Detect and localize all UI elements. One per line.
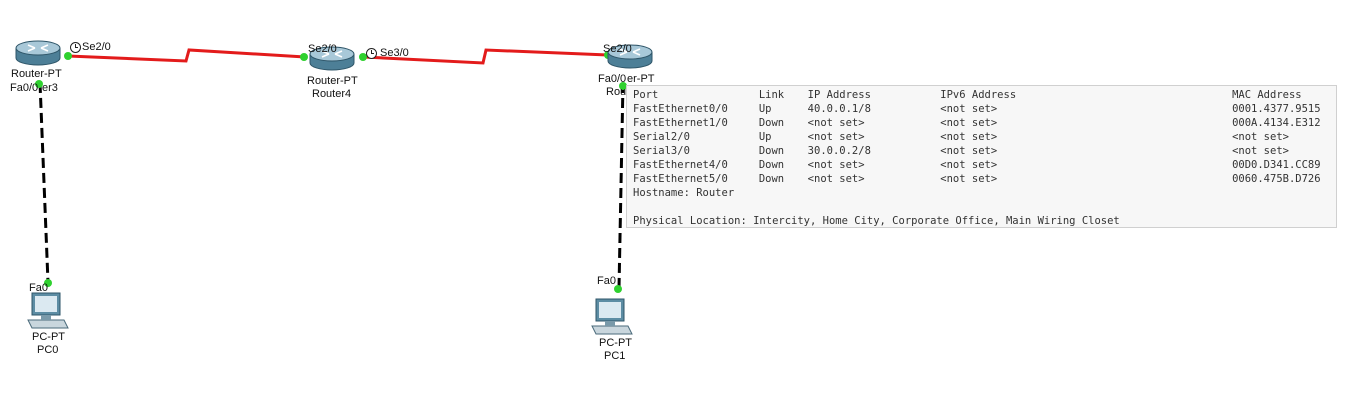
link-dot-pc1-fa [614, 285, 622, 293]
cell-ipv6: <not set> [940, 145, 998, 157]
cell-ip: 30.0.0.2/8 [807, 145, 871, 157]
header-port: Port [633, 89, 659, 101]
cell-port: FastEthernet4/0 [633, 159, 728, 171]
router5-name-label-fragment: Rou [606, 86, 627, 98]
link-dot-r3-se [64, 52, 72, 60]
router5-se-port-label: Se2/0 [603, 43, 632, 55]
cell-mac: 00D0.D341.CC89 [1232, 159, 1321, 171]
cell-link: Down [758, 159, 785, 171]
device-info-tooltip: Port Link IP Address IPv6 Address MAC Ad… [626, 85, 1337, 228]
cell-link: Down [758, 173, 785, 185]
pc1-name-label: PC1 [604, 350, 626, 362]
cell-mac: 0060.475B.D726 [1232, 173, 1321, 185]
cell-port: Serial2/0 [633, 131, 690, 143]
cell-ipv6: <not set> [940, 173, 998, 185]
router3-fa-port-label: Fa0/0 [10, 82, 39, 94]
router3-type-label: Router-PT [11, 68, 62, 80]
physical-location-text: Physical Location: Intercity, Home City,… [633, 215, 1120, 227]
pc0-fa-port-label: Fa0 [29, 282, 48, 294]
ethernet-link-r5-pc1[interactable] [617, 82, 625, 289]
router4-se-right-port-label: Se3/0 [380, 47, 409, 59]
cell-ipv6: <not set> [940, 103, 998, 115]
cell-port: Serial3/0 [633, 145, 690, 157]
router4-type-label: Router-PT [307, 75, 358, 87]
table-row: FastEthernet0/0 Up 40.0.0.1/8 <not set> … [633, 102, 1336, 116]
serial-link-r4-r5[interactable] [363, 48, 609, 65]
cell-ip: <not set> [807, 159, 865, 171]
router3-se-port-label: Se2/0 [82, 41, 111, 53]
router5-type-label-fragment: er-PT [627, 73, 655, 85]
serial-link-r3-r4[interactable] [67, 48, 306, 63]
cell-mac: <not set> [1232, 145, 1289, 157]
cell-port: FastEthernet1/0 [633, 117, 728, 129]
router4-router-icon[interactable] [308, 45, 356, 75]
link-dot-r4-se-left [300, 53, 308, 61]
pc0-computer-icon[interactable] [26, 292, 70, 332]
cell-link: Down [758, 117, 785, 129]
pc0-name-label: PC0 [37, 344, 59, 356]
link-dot-r4-se-right [359, 53, 367, 61]
cell-ip: <not set> [807, 131, 865, 143]
header-mac-address: MAC Address [1232, 89, 1302, 101]
pc1-fa-port-label: Fa0 [597, 275, 616, 287]
router3-name-label-fragment: er3 [42, 82, 58, 94]
hostname-text: Hostname: Router [633, 187, 735, 199]
cell-link: Up [758, 103, 772, 115]
table-row: Serial2/0 Up <not set> <not set> <not se… [633, 130, 1336, 144]
link-dot-pc0-fa [44, 279, 52, 287]
header-link: Link [758, 89, 785, 101]
table-header-row: Port Link IP Address IPv6 Address MAC Ad… [633, 88, 1336, 102]
port-status-table: Port Link IP Address IPv6 Address MAC Ad… [633, 88, 1336, 186]
pc1-type-label: PC-PT [599, 337, 632, 349]
cell-mac: 000A.4134.E312 [1232, 117, 1321, 129]
router4-se-left-port-label: Se2/0 [308, 43, 337, 55]
cell-ipv6: <not set> [940, 159, 998, 171]
cell-ipv6: <not set> [940, 131, 998, 143]
table-row: FastEthernet1/0 Down <not set> <not set>… [633, 116, 1336, 130]
link-dot-r5-fa [619, 82, 627, 90]
cell-ip: <not set> [807, 173, 865, 185]
clock-icon [70, 42, 81, 53]
table-row: Serial3/0 Down 30.0.0.2/8 <not set> <not… [633, 144, 1336, 158]
table-row: FastEthernet4/0 Down <not set> <not set>… [633, 158, 1336, 172]
router5-fa-port-label: Fa0/0 [598, 73, 627, 85]
table-row: FastEthernet5/0 Down <not set> <not set>… [633, 172, 1336, 186]
router4-name-label: Router4 [312, 88, 352, 100]
cell-port: FastEthernet5/0 [633, 173, 728, 185]
cell-ipv6: <not set> [940, 117, 998, 129]
cell-link: Up [758, 131, 772, 143]
header-ipv6-address: IPv6 Address [940, 89, 1017, 101]
cell-mac: <not set> [1232, 131, 1289, 143]
pc0-type-label: PC-PT [32, 331, 65, 343]
clock-icon [366, 48, 377, 59]
cell-mac: 0001.4377.9515 [1232, 103, 1321, 115]
ethernet-link-r3-pc0[interactable] [38, 82, 50, 283]
header-ip-address: IP Address [807, 89, 871, 101]
cell-link: Down [758, 145, 785, 157]
cell-port: FastEthernet0/0 [633, 103, 728, 115]
router5-router-icon[interactable] [606, 43, 654, 73]
pc1-computer-icon[interactable] [590, 298, 634, 338]
router3-router-icon[interactable] [14, 38, 62, 70]
link-dot-r3-fa [35, 80, 43, 88]
cell-ip: <not set> [807, 117, 865, 129]
cell-ip: 40.0.0.1/8 [807, 103, 871, 115]
